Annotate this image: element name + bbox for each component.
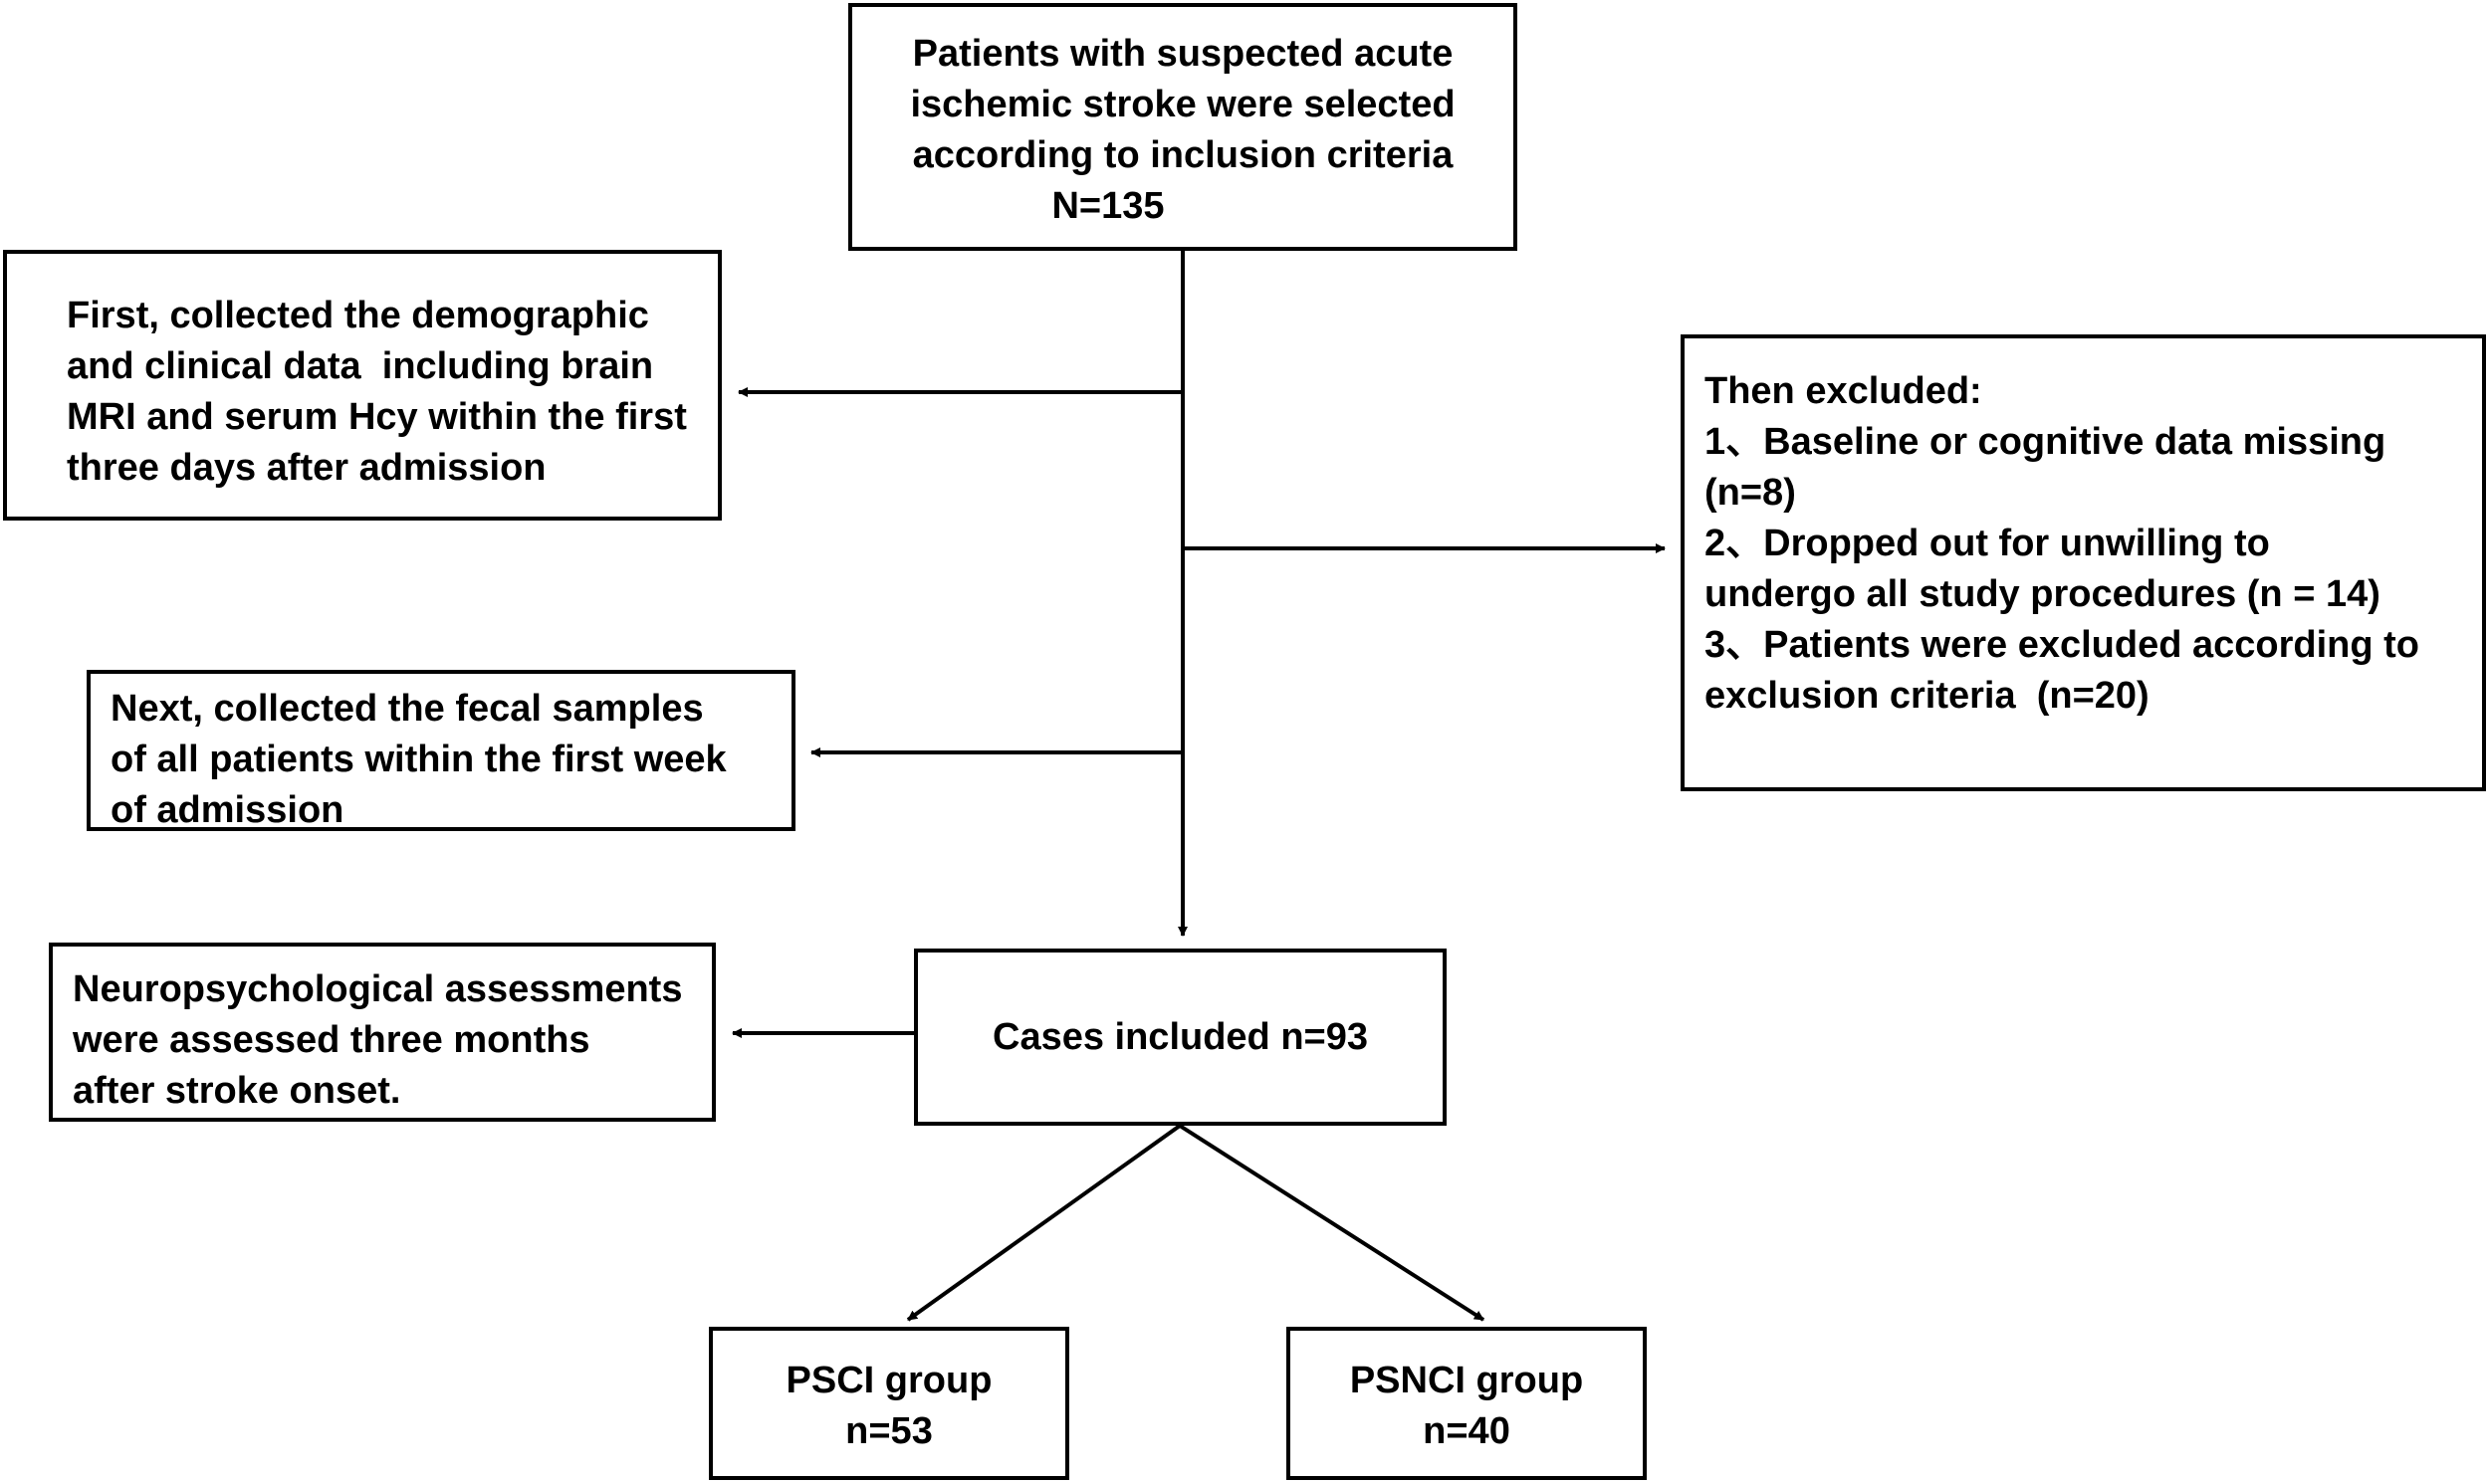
start-line: according to inclusion criteria (912, 134, 1454, 176)
psnci-group-box: PSNCI group n=40 (1286, 1327, 1647, 1480)
psci-group-count: n=53 (845, 1410, 933, 1452)
exclusion-line: exclusion criteria (n=20) (1704, 675, 2150, 717)
psnci-group-name: PSNCI group (1349, 1360, 1584, 1401)
demographic-line: and clinical data including brain (67, 345, 654, 387)
fecal-box: Next, collected the fecal samples of all… (87, 670, 795, 831)
start-count: N=135 (1051, 185, 1165, 227)
neuro-line: Neuropsychological assessments (73, 968, 683, 1010)
exclusion-line: (n=8) (1704, 472, 1796, 514)
demographic-line: three days after admission (67, 447, 547, 489)
psci-group-name: PSCI group (786, 1360, 993, 1401)
start-box: Patients with suspected acute ischemic s… (848, 3, 1517, 251)
psci-group-box: PSCI group n=53 (709, 1327, 1069, 1480)
neuro-box: Neuropsychological assessments were asse… (49, 943, 716, 1122)
demographic-line: First, collected the demographic (67, 295, 649, 336)
demographic-line: MRI and serum Hcy within the first (67, 396, 687, 438)
psnci-group-count: n=40 (1423, 1410, 1510, 1452)
included-label: Cases included n=93 (993, 1016, 1368, 1058)
exclusion-heading: Then excluded: (1704, 370, 1982, 412)
start-line: Patients with suspected acute (912, 33, 1454, 75)
exclusion-line: 1、Baseline or cognitive data missing (1704, 421, 2386, 463)
start-line: ischemic stroke were selected (910, 84, 1456, 125)
neuro-line: were assessed three months (73, 1019, 590, 1061)
arrow-to-psci (906, 1124, 1182, 1322)
demographic-box: First, collected the demographic and cli… (3, 250, 722, 521)
exclusion-line: undergo all study procedures (n = 14) (1704, 573, 2380, 615)
fecal-line: Next, collected the fecal samples (111, 688, 704, 730)
neuro-line: after stroke onset. (73, 1070, 401, 1112)
fecal-line: of all patients within the first week (111, 739, 727, 780)
included-box: Cases included n=93 (914, 949, 1447, 1126)
exclusion-line: 2、Dropped out for unwilling to (1704, 523, 2270, 564)
exclusion-line: 3、Patients were excluded according to (1704, 624, 2419, 666)
fecal-line: of admission (111, 789, 344, 831)
exclusion-box: Then excluded: 1、Baseline or cognitive d… (1681, 334, 2486, 791)
arrow-to-psnci (1178, 1124, 1485, 1322)
